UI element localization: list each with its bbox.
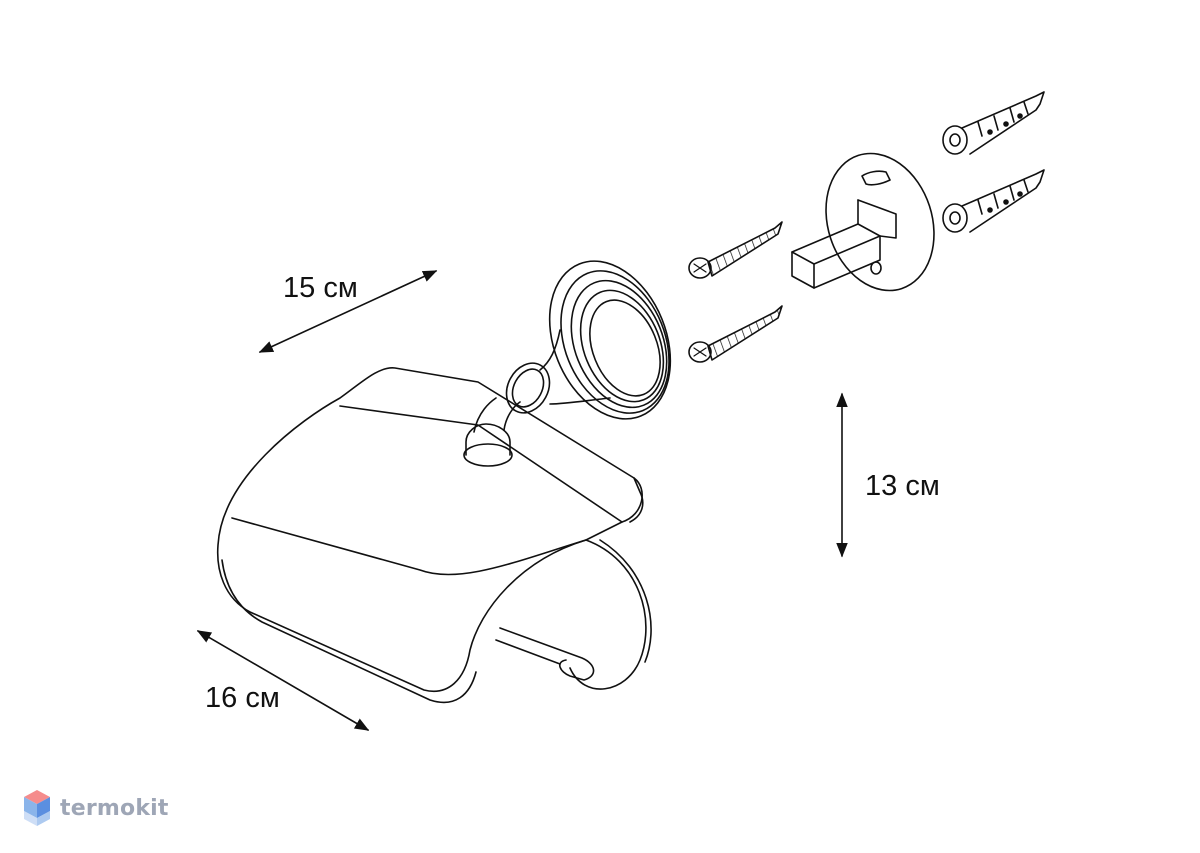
paper-holder-cover — [216, 367, 644, 704]
hexagon-cube-logo-icon — [24, 790, 50, 826]
brand-watermark: termokit — [22, 788, 169, 828]
wall-plug — [942, 169, 1045, 233]
width-dimension-arrow — [258, 270, 438, 353]
width-dimension-label: 15 см — [283, 272, 358, 304]
wall-mount-rosette — [463, 260, 672, 467]
height-dimension-label: 13 см — [865, 470, 940, 502]
depth-dimension-arrow — [196, 630, 370, 731]
screw — [688, 305, 783, 363]
brand-name: termokit — [60, 795, 169, 821]
depth-dimension-label: 16 см — [205, 682, 280, 714]
wall-plug — [942, 91, 1045, 155]
roll-arm — [495, 539, 652, 690]
screw — [688, 221, 783, 279]
mounting-plate — [791, 152, 935, 292]
